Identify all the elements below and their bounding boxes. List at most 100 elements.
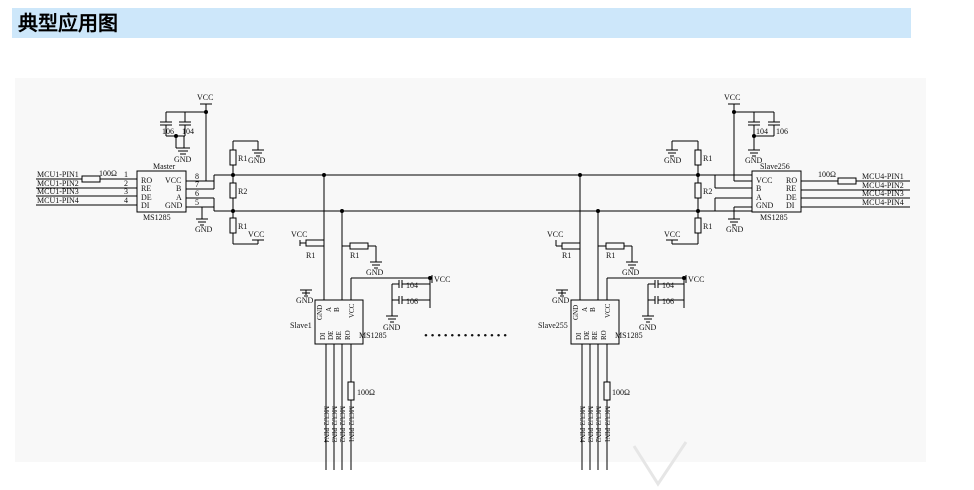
- capacitor-106-label: 106: [776, 127, 788, 136]
- schematic-panel: [15, 78, 926, 462]
- mcu1-pin1-label: MCU1-PIN1: [37, 170, 79, 179]
- resistor-100-label: 100Ω: [357, 388, 375, 397]
- gnd-label: GND: [552, 296, 570, 305]
- gnd-label: GND: [664, 156, 682, 165]
- slave255-pin-a: A: [581, 307, 589, 312]
- more-slaves-ellipsis: • • • • • • • • • • • • •: [424, 330, 507, 342]
- vcc-label: VCC: [248, 230, 264, 239]
- page-title: 典型应用图: [18, 11, 118, 35]
- master-pin-de: DE: [141, 193, 152, 202]
- master-pin-ro: RO: [141, 176, 152, 185]
- master-pin-di: DI: [141, 201, 150, 210]
- slave255-pin-vcc: VCC: [604, 303, 612, 318]
- slave255-pin-di: DI: [575, 332, 583, 340]
- master-pin-number: 6: [195, 189, 199, 198]
- master-pin-number: 8: [195, 172, 199, 181]
- mcu3-pin1-label: MCU3-PIN1: [603, 406, 611, 443]
- slave1-pin-re: RE: [335, 331, 343, 340]
- slave256-role-label: Slave256: [760, 162, 790, 171]
- capacitor-106-label: 106: [406, 297, 418, 306]
- gnd-label: GND: [195, 225, 213, 234]
- master-role-label: Master: [153, 162, 176, 171]
- gnd-label: GND: [174, 155, 192, 164]
- capacitor-104-label: 104: [756, 127, 768, 136]
- capacitor-104-label: 104: [182, 127, 194, 136]
- slave256-pin-de: DE: [786, 193, 797, 202]
- slave256-pin-b: B: [756, 184, 761, 193]
- schematic-wires: [36, 103, 910, 470]
- mcu4-pin2-label: MCU4-PIN2: [862, 181, 904, 190]
- resistor-r1-label: R1: [306, 251, 315, 260]
- gnd-label: GND: [622, 268, 640, 277]
- section-title-bar: 典型应用图: [12, 8, 911, 38]
- vcc-label: VCC: [724, 93, 740, 102]
- mcu4-pin1-label: MCU4-PIN1: [862, 172, 904, 181]
- mcu2-pin1-label: MCU2-PIN1: [347, 406, 355, 443]
- master-pin-a: A: [176, 193, 182, 202]
- resistor-100-label: 100Ω: [818, 170, 836, 179]
- slave256-pin-re: RE: [786, 184, 796, 193]
- mcu2-pin3-label: MCU2-PIN3: [330, 406, 338, 443]
- master-pin-b: B: [176, 184, 181, 193]
- mcu1-pin4-label: MCU1-PIN4: [37, 196, 79, 205]
- slave255-role-label: Slave255: [538, 321, 568, 330]
- slave1-pin-di: DI: [319, 332, 327, 340]
- resistor-r1-label: R1: [238, 222, 247, 231]
- gnd-label: GND: [639, 323, 657, 332]
- resistor-r1-label: R1: [238, 154, 247, 163]
- mcu3-pin4-label: MCU3-PIN4: [578, 406, 586, 443]
- resistor-100-label: 100Ω: [612, 388, 630, 397]
- slave255-part-label: MS1285: [615, 331, 643, 340]
- vcc-label: VCC: [291, 230, 307, 239]
- vcc-label: VCC: [434, 275, 450, 284]
- slave1-part-label: MS1285: [359, 331, 387, 340]
- slave255-pin-re: RE: [591, 331, 599, 340]
- slave256-pin-a: A: [756, 193, 762, 202]
- slave255-pin-ro: RO: [600, 330, 608, 340]
- gnd-label: GND: [296, 296, 314, 305]
- slave256-pin-ro: RO: [786, 176, 797, 185]
- slave255-pin-b: B: [589, 307, 597, 312]
- vcc-label: VCC: [664, 230, 680, 239]
- capacitor-106-label: 106: [162, 127, 174, 136]
- slave255-pin-de: DE: [583, 331, 591, 340]
- slave255-pin-gnd: GND: [572, 305, 580, 320]
- master-pin-re: RE: [141, 184, 151, 193]
- resistor-r2-label: R2: [703, 187, 712, 196]
- resistor-r1-label: R1: [562, 251, 571, 260]
- mcu2-pin2-label: MCU2-PIN2: [338, 406, 346, 443]
- mcu4-pin4-label: MCU4-PIN4: [862, 198, 904, 207]
- master-pin-number: 1: [124, 170, 128, 179]
- slave1-pin-b: B: [333, 307, 341, 312]
- gnd-label: GND: [366, 268, 384, 277]
- slave1-pin-ro: RO: [344, 330, 352, 340]
- slave1-pin-de: DE: [327, 331, 335, 340]
- capacitor-106-label: 106: [662, 297, 674, 306]
- vcc-label: VCC: [197, 93, 213, 102]
- capacitor-104-label: 104: [662, 281, 674, 290]
- slave256-pin-di: DI: [786, 201, 795, 210]
- gnd-label: GND: [248, 156, 266, 165]
- vcc-label: VCC: [688, 275, 704, 284]
- gnd-label: GND: [745, 156, 763, 165]
- gnd-label: GND: [383, 323, 401, 332]
- capacitor-104-label: 104: [406, 281, 418, 290]
- slave1-pin-vcc: VCC: [348, 303, 356, 318]
- master-pin-number: 5: [195, 198, 199, 207]
- resistor-r1-label: R1: [606, 251, 615, 260]
- mcu3-pin3-label: MCU3-PIN3: [586, 406, 594, 443]
- slave256-pin-gnd: GND: [756, 201, 774, 210]
- mcu1-pin2-label: MCU1-PIN2: [37, 179, 79, 188]
- master-pin-number: 3: [124, 187, 128, 196]
- master-pin-number: 4: [124, 196, 128, 205]
- resistor-r1-label: R1: [350, 251, 359, 260]
- slave1-pin-a: A: [325, 307, 333, 312]
- master-part-label: MS1285: [143, 213, 171, 222]
- master-pin-vcc: VCC: [165, 176, 181, 185]
- resistor-100-label: 100Ω: [99, 169, 117, 178]
- slave1-pin-gnd: GND: [316, 305, 324, 320]
- mcu1-pin3-label: MCU1-PIN3: [37, 187, 79, 196]
- watermark-mark: [632, 441, 688, 487]
- mcu2-pin4-label: MCU2-PIN4: [322, 406, 330, 443]
- slave256-pin-vcc: VCC: [756, 176, 772, 185]
